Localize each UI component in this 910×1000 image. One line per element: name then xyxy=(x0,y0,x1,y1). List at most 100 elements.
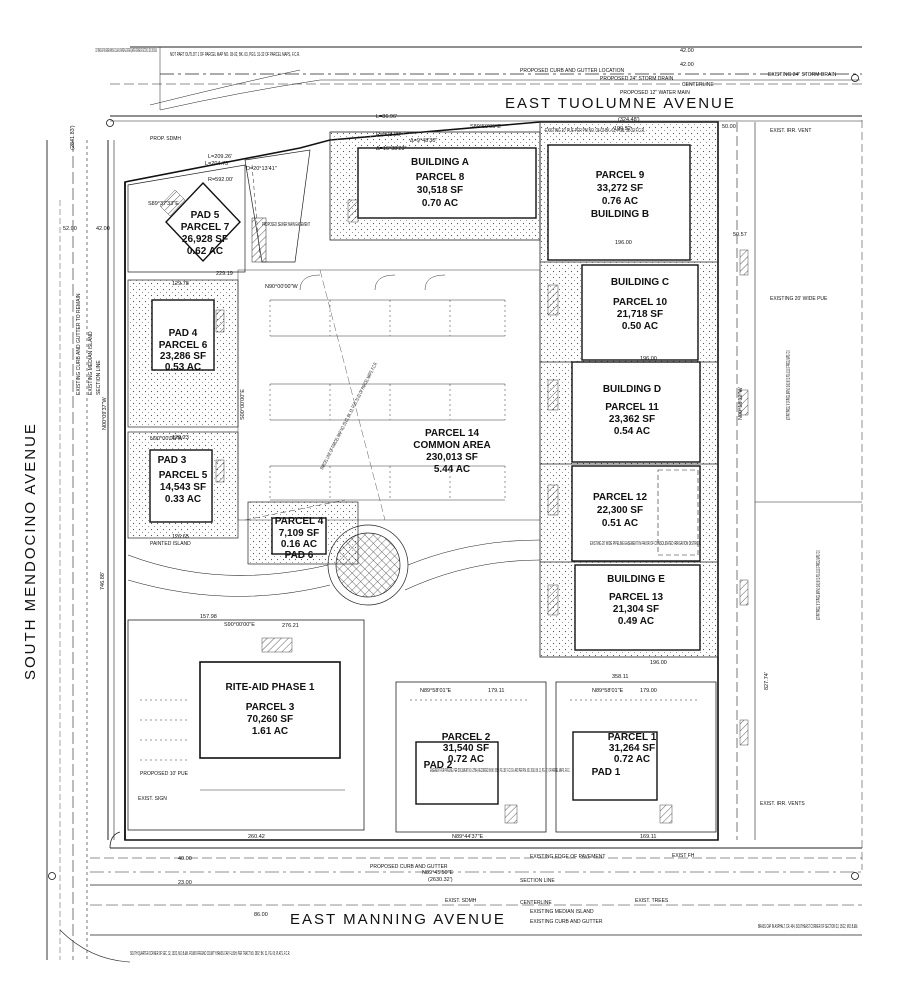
svg-text:N00°09'37"W: N00°09'37"W xyxy=(102,396,108,430)
west-road xyxy=(46,140,115,960)
svg-text:PARCEL 14: PARCEL 14 xyxy=(425,428,480,439)
svg-text:23,286 SF: 23,286 SF xyxy=(160,351,206,362)
svg-text:126.65: 126.65 xyxy=(172,534,189,540)
south-road xyxy=(59,831,862,963)
building-a-lot xyxy=(329,131,541,241)
svg-text:7,109 SF: 7,109 SF xyxy=(279,528,320,539)
svg-text:0.54 AC: 0.54 AC xyxy=(614,426,650,437)
sewer-easement xyxy=(244,149,311,263)
svg-text:0.62 AC: 0.62 AC xyxy=(187,246,223,257)
centerline-south-note: CENTERLINE xyxy=(520,900,552,906)
section-line-south-note: SECTION LINE xyxy=(520,878,555,884)
svg-text:BUILDING D: BUILDING D xyxy=(603,384,661,395)
svg-text:0.33 AC: 0.33 AC xyxy=(165,494,201,505)
rite-aid-label: RITE-AID PHASE 1 PARCEL 3 70,260 SF 1.61… xyxy=(226,682,315,737)
pue-20-note: EXISTING 20' WIDE PUE xyxy=(770,296,828,302)
svg-text:PAD 2: PAD 2 xyxy=(424,760,453,771)
water-main-note: PROPOSED 12" WATER MAIN xyxy=(620,90,690,96)
pue-10-note: EXISTING 10' PUE PER PM NO. 03-02 BK. 63… xyxy=(545,128,645,134)
median-island-south-note: EXISTING MEDIAN ISLAND xyxy=(530,909,594,915)
curb-gutter-location-note: PROPOSED CURB AND GUTTER LOCATION xyxy=(520,68,624,74)
svg-text:PARCEL 11: PARCEL 11 xyxy=(605,402,659,413)
se-corner-note: BRASS CAP IN ASPHALT, CR. 404, SOUTHEAST… xyxy=(758,924,858,930)
svg-text:N00°18'12"W: N00°18'12"W xyxy=(738,386,744,420)
svg-text:D=20°13'41": D=20°13'41" xyxy=(246,166,277,172)
svg-text:129.78: 129.78 xyxy=(172,281,189,287)
svg-text:129.23: 129.23 xyxy=(172,435,189,441)
svg-text:746.88': 746.88' xyxy=(100,572,106,590)
svg-text:PARCEL 2: PARCEL 2 xyxy=(442,732,491,743)
svg-text:196.00: 196.00 xyxy=(650,660,667,666)
svg-text:31,540 SF: 31,540 SF xyxy=(443,743,489,754)
svg-text:(2630.32'): (2630.32') xyxy=(428,877,453,883)
svg-text:L=86.96': L=86.96' xyxy=(376,114,397,120)
centerline-north-note: CENTERLINE xyxy=(682,82,714,88)
svg-text:S90°00'00"E: S90°00'00"E xyxy=(224,622,255,628)
survey-monuments xyxy=(48,74,859,880)
building-e-label: BUILDING E PARCEL 13 21,304 SF 0.49 AC xyxy=(607,574,665,627)
pipeline-easement-note: EXISTING 20' WIDE PIPELINE EASEMENT IN F… xyxy=(590,541,700,547)
svg-text:PAD 3: PAD 3 xyxy=(158,455,187,466)
svg-text:N90°00'00"W: N90°00'00"W xyxy=(265,284,299,290)
pad-5-label: PAD 5 PARCEL 7 26,928 SF 0.62 AC xyxy=(181,210,230,257)
svg-text:S89°37'33"E: S89°37'33"E xyxy=(148,201,179,207)
pad-5-lot xyxy=(127,164,246,273)
svg-text:PARCEL 13: PARCEL 13 xyxy=(609,592,664,603)
storm-drain-existing-note: EXISTING 24" STORM DRAIN xyxy=(768,72,837,78)
svg-text:42.00: 42.00 xyxy=(680,48,694,54)
irr-vent-north-note: EXIST. IRR. VENT xyxy=(770,128,811,134)
east-lots xyxy=(539,121,719,658)
south-street-name: EAST MANNING AVENUE xyxy=(290,911,506,928)
svg-text:276.21: 276.21 xyxy=(282,623,299,629)
svg-text:BUILDING E: BUILDING E xyxy=(607,574,665,585)
west-pad-lots xyxy=(127,279,239,539)
pad-1-label: PARCEL 1 31,264 SF 0.72 AC PAD 1 xyxy=(592,732,657,778)
svg-text:COMMON AREA: COMMON AREA xyxy=(413,440,490,451)
svg-text:23.00: 23.00 xyxy=(178,880,192,886)
painted-island-note: PAINTED ISLAND xyxy=(150,541,191,547)
svg-text:358.11: 358.11 xyxy=(612,674,628,680)
svg-text:14,543 SF: 14,543 SF xyxy=(160,482,206,493)
svg-text:50.57: 50.57 xyxy=(733,232,747,238)
svg-text:S89°59'05"E: S89°59'05"E xyxy=(470,124,501,130)
building-a-label: BUILDING A PARCEL 8 30,518 SF 0.70 AC xyxy=(411,157,469,209)
proposed-pue-note: PROPOSED 10' PUE xyxy=(140,771,189,777)
pad-2-label: PARCEL 2 31,540 SF 0.72 AC PAD 2 xyxy=(424,732,491,771)
west-curb-note: EXISTING CURB AND GUTTER TO REMAIN xyxy=(76,293,82,395)
ne-monument-icon xyxy=(851,74,859,82)
svg-text:Δ=16°38'23": Δ=16°38'23" xyxy=(376,146,406,152)
curb-gutter-south-note: PROPOSED CURB AND GUTTER xyxy=(370,864,448,870)
svg-text:22,300 SF: 22,300 SF xyxy=(597,505,643,516)
svg-text:PARCEL 8: PARCEL 8 xyxy=(416,172,465,183)
dimension-labels: 42.00 42.00 50.00 52.00 42.00 40.00 23.0… xyxy=(63,48,770,918)
svg-text:PAD 5: PAD 5 xyxy=(191,210,220,221)
svg-text:0.51 AC: 0.51 AC xyxy=(602,518,638,529)
svg-text:R=508.00': R=508.00' xyxy=(376,132,401,138)
se-monument-icon xyxy=(851,872,859,880)
parcel-12-label: PARCEL 12 22,300 SF 0.51 AC xyxy=(593,492,648,529)
pad-4-label: PAD 4 PARCEL 6 23,286 SF 0.53 AC xyxy=(159,328,208,373)
svg-text:42.00: 42.00 xyxy=(680,62,694,68)
exist-trees-note: EXIST. TREES xyxy=(635,898,669,904)
sewer-easement-note: PROPOSED SEWER MAIN EASEMENT xyxy=(262,222,310,228)
svg-text:0.72 AC: 0.72 AC xyxy=(448,754,484,765)
svg-text:N89°58'01"E: N89°58'01"E xyxy=(420,688,452,694)
svg-text:R=592.00': R=592.00' xyxy=(208,177,233,183)
not-part-east-2-note: NOT PART PARCEL "B" OF PARCEL MAP NO. 03… xyxy=(816,550,822,620)
exist-curb-gutter-south-note: EXISTING CURB AND GUTTER xyxy=(530,919,603,925)
svg-text:(2841.83'): (2841.83') xyxy=(70,125,76,150)
svg-text:179.11: 179.11 xyxy=(488,688,504,694)
svg-text:PARCEL 6: PARCEL 6 xyxy=(159,340,208,351)
svg-text:26,928 SF: 26,928 SF xyxy=(182,234,228,245)
svg-text:40.00: 40.00 xyxy=(178,856,192,862)
svg-text:50.00: 50.00 xyxy=(722,124,736,130)
svg-text:PARCEL 4: PARCEL 4 xyxy=(275,516,324,527)
svg-text:230,013 SF: 230,013 SF xyxy=(426,452,478,463)
svg-text:BUILDING C: BUILDING C xyxy=(611,277,669,288)
svg-text:0.70 AC: 0.70 AC xyxy=(422,198,458,209)
exist-sdmh-south-note: EXIST. SDMH xyxy=(445,898,477,904)
svg-text:52.00: 52.00 xyxy=(63,226,77,232)
svg-text:PARCEL 1: PARCEL 1 xyxy=(608,732,657,743)
building-b-label: PARCEL 9 33,272 SF 0.76 AC BUILDING B xyxy=(591,170,649,220)
